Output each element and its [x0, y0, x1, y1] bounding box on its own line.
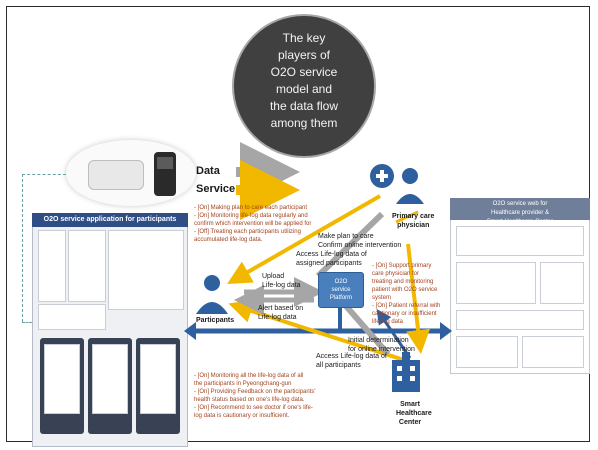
- note-line: - [On] Support primary: [372, 263, 432, 269]
- flow-label-line: for online intervention: [348, 346, 415, 353]
- data-arrow: [315, 211, 385, 279]
- service-arrow: [395, 210, 419, 224]
- note-line: - [On] Patient referral with: [372, 303, 441, 309]
- note-line: - [Off] Treating each participants utili…: [194, 229, 301, 235]
- dashed-connector: [22, 174, 23, 322]
- note-line: life-log data: [372, 319, 404, 325]
- upload-label: Upload Life-log data: [262, 272, 301, 290]
- title-line: O2O service: [270, 65, 338, 79]
- center-label: Smart Healthcare Center: [396, 400, 432, 427]
- participants-label: Particpants: [196, 317, 235, 324]
- web-screen-chart: [540, 262, 584, 304]
- title-line: players of: [277, 48, 331, 62]
- web-screen-table: [456, 336, 518, 368]
- note-line: - [On] Making plan to care each particip…: [194, 205, 308, 211]
- web-header-line: Smart Healthcare Center: [486, 219, 554, 225]
- web-screen-gauges: [456, 310, 584, 330]
- title-line: the data flow: [269, 99, 339, 113]
- physician-label: Primary care physician: [392, 212, 434, 230]
- platform-line: Platform: [329, 295, 353, 301]
- flow-label-line: Life-log data: [262, 282, 301, 289]
- data-arrow: [376, 309, 412, 359]
- blood-pressure-monitor-icon: [88, 160, 144, 190]
- note-line: the participants in Pyeongchang-gun: [194, 381, 292, 387]
- note-line: care physician for: [372, 271, 420, 277]
- title-line: among them: [270, 116, 338, 130]
- flow-label-line: Access Life-log data of: [316, 353, 387, 360]
- physician-service-notes: - [On] Making plan to care each particip…: [194, 204, 311, 244]
- access-assigned-label: Access Life-log data of assigned partici…: [296, 250, 367, 268]
- flow-label-line: Life-log data: [258, 314, 297, 321]
- note-line: confirm which intervention will be appli…: [194, 221, 312, 227]
- arrowhead-right: [440, 322, 452, 340]
- title-line: The key: [282, 31, 326, 45]
- flow-label-line: all participants: [316, 362, 361, 369]
- note-line: - [On] Providing Feedback on the partici…: [194, 389, 316, 395]
- app-panel-header: O2O service application for participants: [32, 213, 188, 227]
- dashed-connector: [22, 174, 66, 175]
- flow-label-line: Access Life-log data of: [296, 251, 367, 258]
- meter-screen: [157, 157, 173, 169]
- arrowhead-left: [184, 322, 196, 340]
- flow-label-line: assigned participants: [296, 260, 362, 267]
- flow-label-line: Make plan to care: [318, 233, 374, 240]
- app-screen: [38, 304, 106, 330]
- title-line: model and: [275, 82, 333, 96]
- note-line: accumulated life-log data.: [194, 237, 263, 243]
- web-panel-header: O2O service web for Healthcare provider …: [450, 198, 590, 225]
- o2o-platform-box: O2O service Platform: [318, 272, 364, 308]
- app-screen: [108, 230, 184, 310]
- app-screen: [44, 344, 80, 414]
- participant-icon: [196, 275, 228, 314]
- web-header-line: O2O service web for: [492, 201, 548, 207]
- alert-label: Alert based on Life-log data: [258, 304, 303, 322]
- dashed-connector: [22, 322, 32, 323]
- flow-label-line: Confirm online intervention: [318, 242, 402, 249]
- flow-label-line: Alert based on: [258, 305, 304, 312]
- center-label-line: Healthcare: [396, 410, 432, 417]
- app-screen: [140, 344, 176, 414]
- app-screen: [68, 230, 106, 302]
- note-line: treating and monitoring: [372, 279, 434, 285]
- physician-label-line: Primary care: [392, 213, 435, 220]
- data-arrow: [343, 304, 391, 356]
- glucose-meter-icon: [154, 152, 176, 196]
- note-line: cautionary or insufficient: [372, 311, 437, 317]
- title-bubble: The key players of O2O service model and…: [232, 14, 376, 158]
- legend-data-label: Data: [196, 165, 220, 177]
- hospital-icon: [392, 352, 420, 392]
- web-screen-profile: [456, 226, 584, 256]
- center-label-line: Smart: [400, 401, 420, 408]
- make-plan-label: Make plan to care Confirm online interve…: [318, 232, 401, 250]
- note-line: health status based on one's life-log da…: [194, 397, 305, 403]
- platform-line: service: [331, 287, 351, 293]
- flow-label-line: Initial determination: [348, 337, 409, 344]
- note-line: log data is cautionary or insufficient.: [194, 413, 290, 419]
- service-arrow: [227, 194, 381, 284]
- web-header-line: Healthcare provider &: [490, 210, 550, 216]
- note-line: system: [372, 295, 392, 301]
- platform-line: O2O: [334, 279, 348, 285]
- note-line: patient with O2O service: [372, 287, 438, 293]
- note-line: - [On] Recommend to see doctor if one's …: [194, 405, 313, 411]
- web-screen-table: [522, 336, 584, 368]
- service-arrow: [406, 243, 431, 354]
- note-line: - [On] Monitoring all the life-log data …: [194, 373, 304, 379]
- app-screen: [92, 344, 128, 414]
- flow-label-line: Upload: [262, 273, 285, 280]
- initial-determination-label: Initial determination for online interve…: [348, 336, 415, 354]
- service-arrow: [228, 299, 405, 362]
- web-screen-chart: [456, 262, 536, 304]
- access-all-label: Access Life-log data of all participants: [316, 352, 387, 370]
- legend-service-label: Service: [196, 183, 236, 195]
- center-service-notes: - [On] Support primary care physician fo…: [372, 262, 440, 326]
- physician-icon: [370, 164, 424, 204]
- participant-service-notes: - [On] Monitoring all the life-log data …: [194, 372, 316, 420]
- center-label-line: Center: [398, 419, 422, 426]
- physician-label-line: physician: [397, 222, 430, 229]
- app-screen: [38, 230, 66, 302]
- note-line: - [On] Monitoring life-log data regularl…: [194, 213, 308, 219]
